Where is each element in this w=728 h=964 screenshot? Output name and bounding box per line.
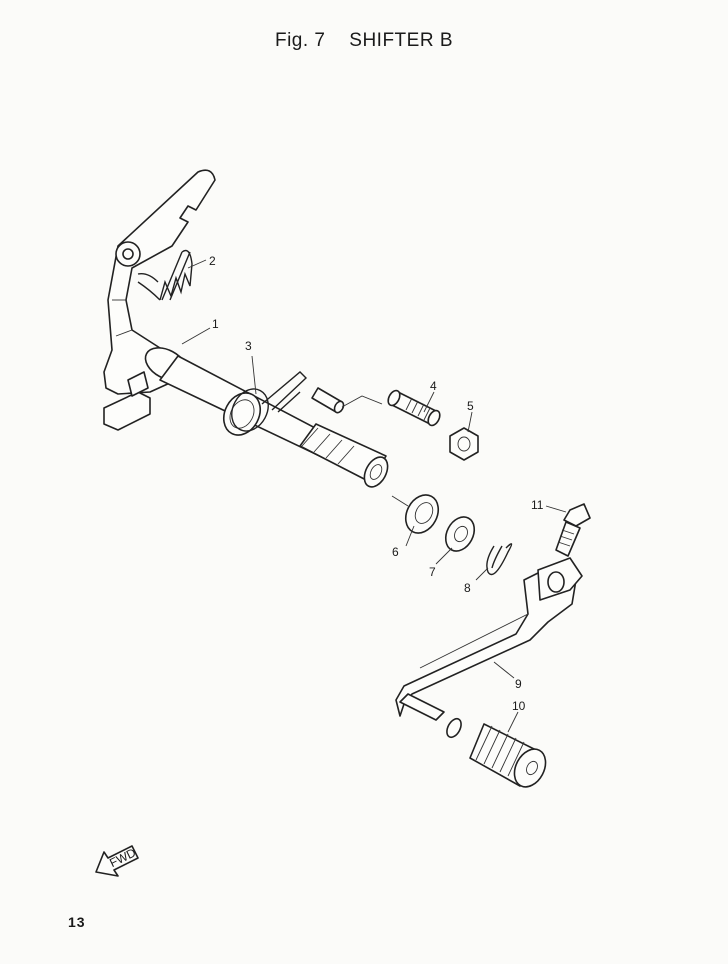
part-5-nut [449,427,479,461]
page-number: 13 [68,914,86,930]
part-11-bolt [555,503,591,557]
callout-10: 10 [512,699,526,713]
callout-3: 3 [245,339,252,353]
part-3-torsion-spring [222,371,308,436]
callout-6: 6 [392,545,399,559]
part-4-stud [387,389,441,427]
part-7-washer [444,516,476,552]
figure-heading: SHIFTER B [349,30,454,51]
callout-4: 4 [430,379,437,393]
part-8-circlip [486,543,513,576]
callout-8: 8 [464,581,471,595]
callout-1: 1 [212,317,219,331]
part-10-pedal-rubber [446,717,547,788]
figure-title: Fig. 7 SHIFTER B [0,30,728,52]
part-1-shift-arm [103,169,216,431]
callout-2: 2 [209,254,216,268]
callout-9: 9 [515,677,522,691]
figure-number: Fig. 7 [274,30,326,51]
part-6-washer [404,494,440,534]
part-1-shaft [144,347,389,488]
callout-5: 5 [467,399,474,413]
callout-7: 7 [429,565,436,579]
callout-11: 11 [531,498,544,512]
callouts: 1 2 3 4 5 6 7 8 9 10 11 [181,254,567,733]
dowel-pin [311,387,383,414]
part-2-spring [137,249,193,301]
part-9-change-pedal [395,557,583,721]
fwd-arrow-icon: FWD [95,845,139,877]
